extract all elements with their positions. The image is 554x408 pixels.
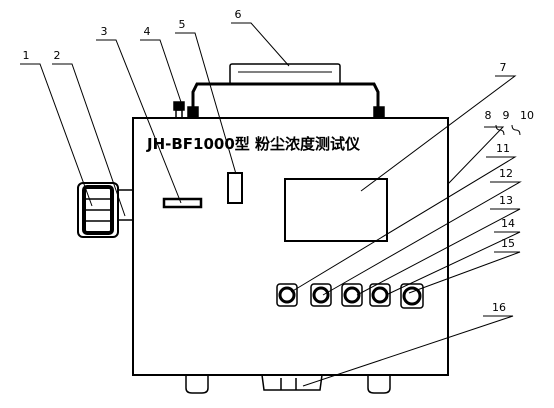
callout-9: 9 <box>503 109 510 122</box>
callout-4: 4 <box>144 25 151 38</box>
callout-12: 12 <box>499 167 513 180</box>
callout-8: 8 <box>485 109 492 122</box>
callout-15: 15 <box>501 237 515 250</box>
slot <box>162 197 203 209</box>
panel-button-2 <box>310 283 332 307</box>
device-title: JH-BF1000型 粉尘浓度测试仪 <box>146 135 361 153</box>
device-body <box>132 117 449 376</box>
callout-6: 6 <box>235 8 242 21</box>
inlet-assembly <box>77 182 134 238</box>
callout-10: 10 <box>520 109 534 122</box>
callout-11: 11 <box>496 142 510 155</box>
panel-button-5 <box>400 283 424 309</box>
callout-2: 2 <box>54 49 61 62</box>
callout-5: 5 <box>179 18 186 31</box>
panel-button-1 <box>276 283 298 307</box>
foot-center <box>261 374 323 391</box>
knob <box>173 101 185 119</box>
callout-14: 14 <box>501 217 515 230</box>
leader-lines <box>20 22 522 387</box>
callout-13: 13 <box>499 194 513 207</box>
callout-1: 1 <box>23 49 30 62</box>
carry-handle <box>187 63 385 119</box>
callout-3: 3 <box>101 25 108 38</box>
foot-left <box>185 375 209 394</box>
vertical-switch <box>227 172 243 204</box>
foot-right <box>367 375 391 394</box>
display-window <box>284 178 388 242</box>
panel-button-3 <box>341 283 363 307</box>
callout-labels: 1 2 3 4 5 6 7 8 9 10 11 12 13 14 15 16 <box>23 8 535 314</box>
callout-16: 16 <box>492 301 506 314</box>
callout-7: 7 <box>500 61 507 74</box>
